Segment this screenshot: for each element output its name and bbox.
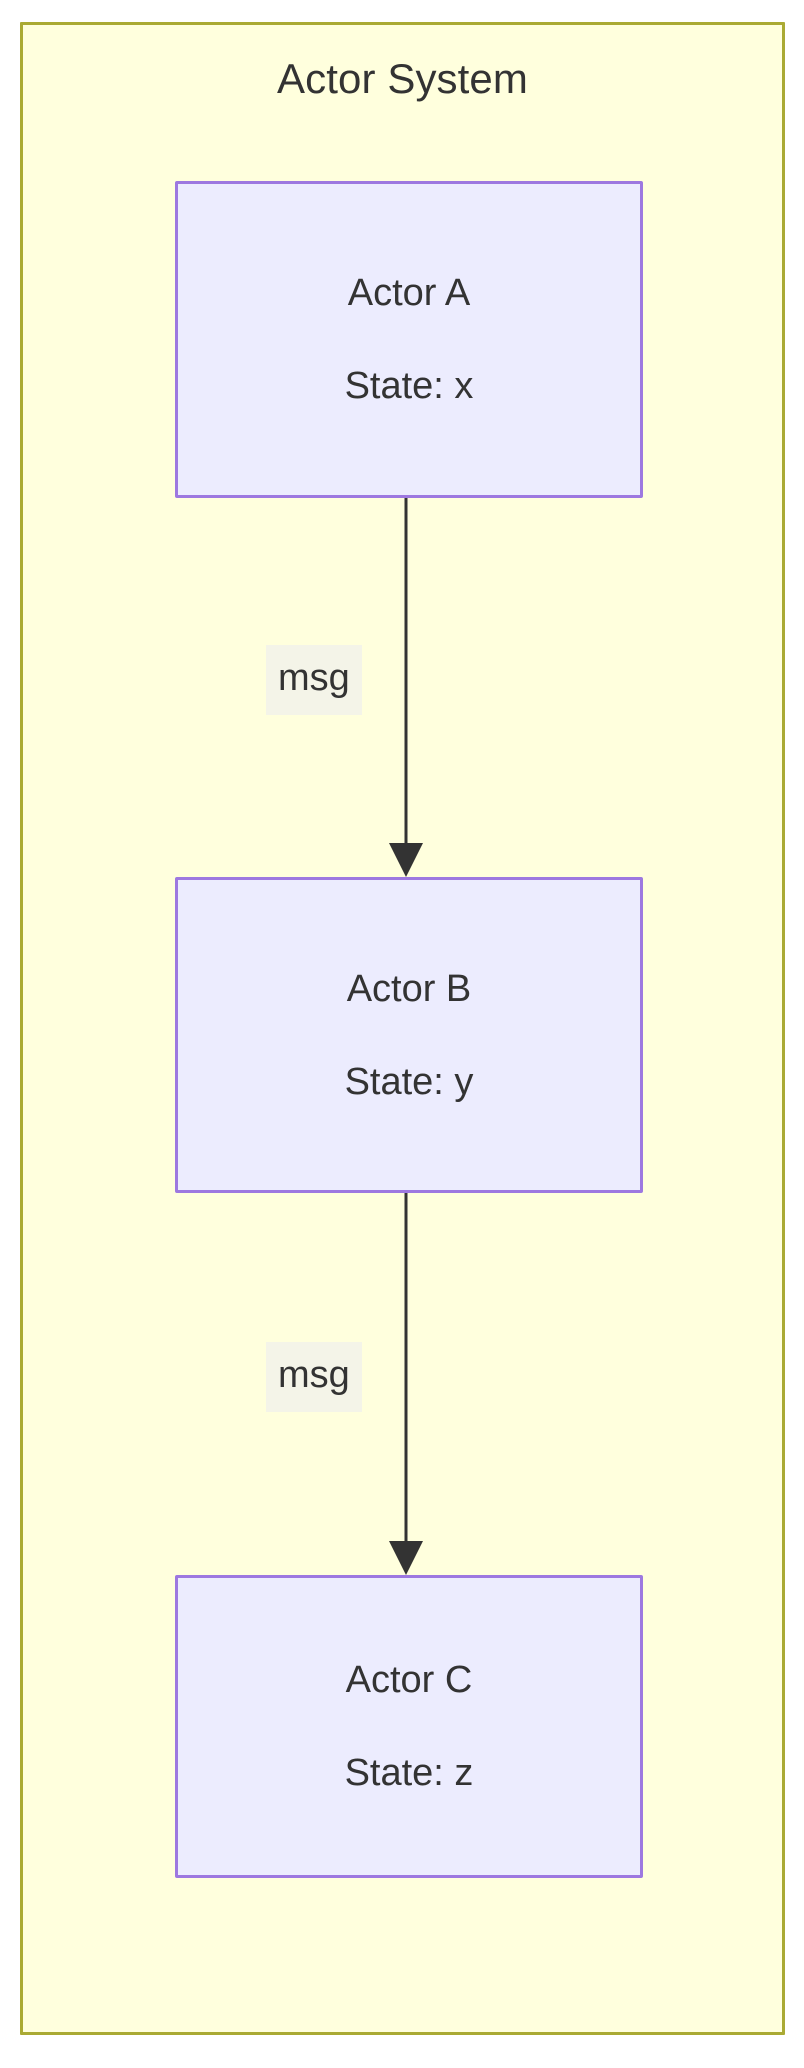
node-actor-a-state: State: x [344, 365, 474, 407]
node-actor-b-name: Actor B [346, 967, 472, 1010]
edge-actor-b-to-actor-c [389, 1193, 423, 1575]
edge-bc-arrowhead-icon [389, 1541, 423, 1575]
node-actor-c-name: Actor C [345, 1659, 473, 1701]
edge-label-actor-a-to-actor-b: msg [266, 645, 362, 715]
node-actor-b-state: State: y [344, 1060, 474, 1103]
node-actor-a[interactable]: Actor A State: x [175, 181, 643, 498]
actor-system-title: Actor System [277, 55, 528, 102]
edge-label-actor-b-to-actor-c: msg [266, 1342, 362, 1412]
node-actor-b[interactable]: Actor B State: y [175, 877, 643, 1193]
node-actor-c[interactable]: Actor C State: z [175, 1575, 643, 1878]
actor-system-container: Actor System Actor A State: x Actor B St… [20, 22, 785, 2035]
node-actor-c-state: State: z [344, 1752, 474, 1794]
edge-actor-a-to-actor-b [389, 498, 423, 877]
edge-ab-arrowhead-icon [389, 843, 423, 877]
node-actor-a-name: Actor A [347, 272, 471, 314]
